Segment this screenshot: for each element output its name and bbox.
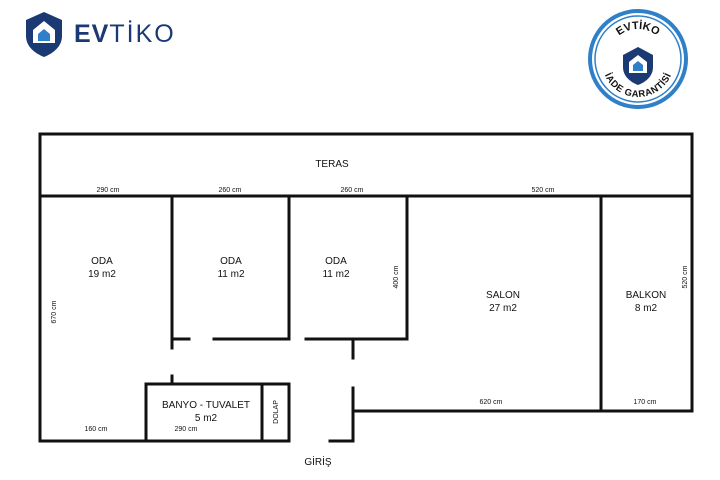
seal-top-text: EVTİKO [614, 19, 662, 38]
room-3-name: ODA [325, 256, 347, 267]
seal-house-icon [623, 47, 653, 85]
dim-top-1: 290 cm [97, 187, 120, 194]
bathroom-name: BANYO - TUVALET [162, 400, 250, 411]
room-2-area: 11 m2 [217, 269, 244, 280]
salon-name: SALON [486, 290, 520, 301]
brand-name: EVTİKO [74, 20, 176, 49]
room-3-area: 11 m2 [322, 269, 349, 280]
closet-label: DOLAP [273, 400, 280, 424]
dim-top-3: 260 cm [341, 187, 364, 194]
dim-bottom-4: 170 cm [634, 399, 657, 406]
room-2-name: ODA [220, 256, 242, 267]
dim-bottom-1: 160 cm [85, 426, 108, 433]
dim-left-height: 670 cm [51, 300, 58, 323]
entrance-label: GİRİŞ [304, 455, 332, 468]
plan-walls [38, 132, 694, 443]
terrace-label: TERAS [315, 159, 349, 170]
dim-bottom-2: 290 cm [175, 426, 198, 433]
dim-room3-height: 400 cm [393, 265, 400, 288]
room-1-area: 19 m2 [88, 269, 116, 280]
room-1-name: ODA [91, 256, 113, 267]
balcony-name: BALKON [626, 290, 667, 301]
dim-top-2: 260 cm [219, 187, 242, 194]
guarantee-seal: EVTİKO İADE GARANTİSİ [588, 9, 688, 109]
bathroom-area: 5 m2 [195, 413, 218, 424]
dim-bottom-3: 620 cm [480, 399, 503, 406]
house-shield-icon [26, 12, 62, 57]
salon-area: 27 m2 [489, 303, 517, 314]
balcony-area: 8 m2 [635, 303, 658, 314]
brand-name-tiko: TİKO [109, 19, 176, 48]
brand-name-ev: EV [74, 19, 110, 48]
brand-logo: EVTİKO [24, 10, 176, 58]
dim-top-4: 520 cm [532, 187, 555, 194]
dim-balcony-height: 520 cm [682, 265, 689, 288]
